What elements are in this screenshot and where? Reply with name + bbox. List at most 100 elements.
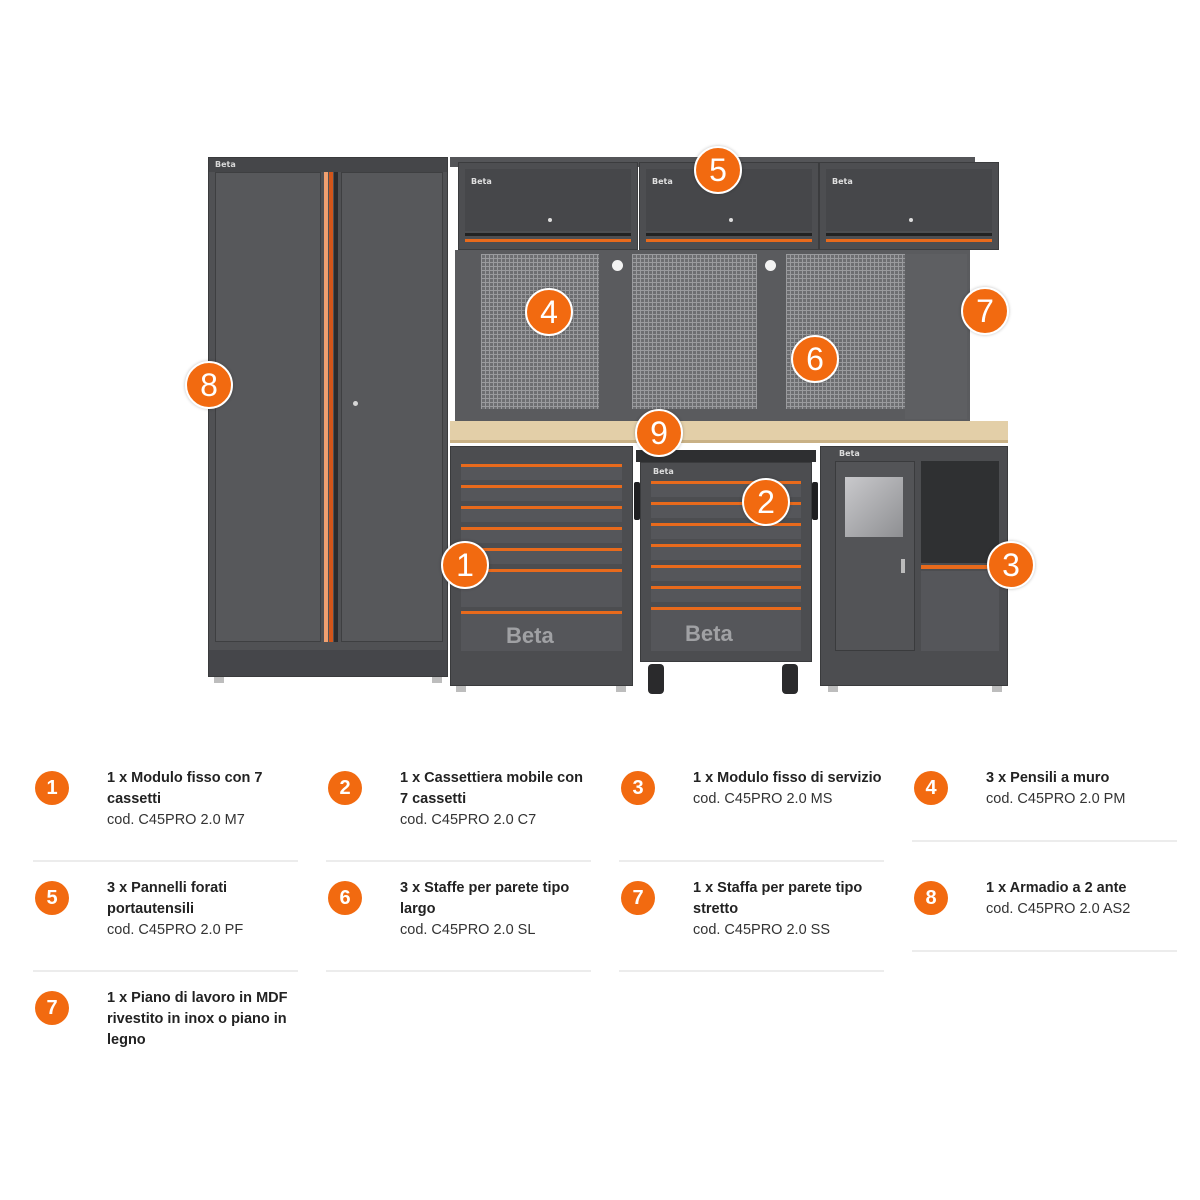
legend-number-badge: 7	[35, 991, 69, 1025]
legend-number-badge: 3	[621, 771, 655, 805]
caster-wheel	[648, 664, 664, 694]
legend-item-code: cod. C45PRO 2.0 PF	[107, 922, 244, 938]
wall-cabinet-stripe	[826, 233, 992, 236]
leveling-foot	[432, 677, 442, 683]
drawer	[461, 611, 622, 651]
legend-item: 6 3 x Staffe per parete tipo largo cod. …	[326, 870, 591, 972]
legend-item-title: 1 x Modulo fisso di servizio	[693, 770, 882, 786]
wall-hook	[765, 260, 776, 271]
legend-item-code: cod. C45PRO 2.0 C7	[400, 812, 537, 828]
callout-7: 7	[961, 287, 1009, 335]
legend-item-code: cod. C45PRO 2.0 SS	[693, 922, 831, 938]
legend-item-title: 1 x Piano di lavoro in MDF rivestito in …	[107, 990, 288, 1048]
legend-item-code: cod. C45PRO 2.0 M7	[107, 812, 245, 828]
wardrobe-stripe	[324, 172, 328, 642]
drawer	[461, 527, 622, 543]
legend-item: 7 1 x Staffa per parete tipo stretto cod…	[619, 870, 884, 972]
legend-item-title: 3 x Staffe per parete tipo largo	[400, 880, 570, 917]
drawer	[461, 464, 622, 480]
legend-item: 3 1 x Modulo fisso di servizio cod. C45P…	[619, 760, 884, 862]
caster-wheel	[782, 664, 798, 694]
service-module-brand: Beta	[839, 449, 860, 458]
legend-item-code: cod. C45PRO 2.0 PM	[986, 791, 1126, 807]
leveling-foot	[456, 686, 466, 692]
wardrobe-left-door	[215, 172, 321, 642]
service-module: Beta	[820, 446, 1008, 686]
wall-cabinet-brand: Beta	[471, 177, 492, 186]
trolley-handle	[812, 482, 818, 520]
wall-cabinet-stripe	[646, 239, 812, 242]
drawer	[461, 485, 622, 501]
drawer-stripe	[921, 565, 999, 569]
legend-number-badge: 1	[35, 771, 69, 805]
wall-cabinet-stripe	[465, 233, 631, 236]
legend-item-code: cod. C45PRO 2.0 MS	[693, 791, 833, 807]
legend-item-title: 3 x Pensili a muro	[986, 770, 1110, 786]
callout-2: 2	[742, 478, 790, 526]
leveling-foot	[616, 686, 626, 692]
callout-9: 9	[635, 409, 683, 457]
product-illustration: Beta Beta Beta Beta	[185, 146, 1035, 694]
callout-8: 8	[185, 361, 233, 409]
lock-icon	[909, 218, 913, 222]
wooden-worktop	[450, 421, 1008, 443]
door-handle	[901, 559, 905, 573]
drawer	[461, 569, 622, 607]
service-window	[845, 477, 903, 537]
legend-item: 8 1 x Armadio a 2 ante cod. C45PRO 2.0 A…	[912, 870, 1177, 952]
beta-logo: Beta	[685, 621, 733, 646]
legend-item-title: 1 x Cassettiera mobile con 7 cassetti	[400, 770, 583, 807]
wall-cabinet: Beta	[819, 162, 999, 250]
lock-icon	[729, 218, 733, 222]
wardrobe-stripe	[334, 172, 338, 642]
callout-4: 4	[525, 288, 573, 336]
legend-number-badge: 4	[914, 771, 948, 805]
legend-item: 1 1 x Modulo fisso con 7 cassetti cod. C…	[33, 760, 298, 862]
wardrobe-right-door	[341, 172, 443, 642]
callout-6: 6	[791, 335, 839, 383]
legend-item-title: 1 x Staffa per parete tipo stretto	[693, 880, 863, 917]
leveling-foot	[828, 686, 838, 692]
legend-item: 7 1 x Piano di lavoro in MDF rivestito i…	[33, 980, 298, 1082]
legend-item: 4 3 x Pensili a muro cod. C45PRO 2.0 PM	[912, 760, 1177, 842]
callout-5: 5	[694, 146, 742, 194]
open-compartment	[921, 461, 999, 563]
callout-3: 3	[987, 541, 1035, 589]
legend-number-badge: 7	[621, 881, 655, 915]
drawer	[651, 523, 801, 539]
legend-number-badge: 5	[35, 881, 69, 915]
wall-cabinet-stripe	[465, 239, 631, 242]
legend-item: 2 1 x Cassettiera mobile con 7 cassetti …	[326, 760, 591, 862]
drawer	[651, 607, 801, 651]
legend-number-badge: 6	[328, 881, 362, 915]
legend-number-badge: 2	[328, 771, 362, 805]
wall-cabinet-stripe	[646, 233, 812, 236]
wall-cabinet: Beta	[458, 162, 638, 250]
legend-item-code: cod. C45PRO 2.0 SL	[400, 922, 536, 938]
trolley-top-tray	[636, 450, 816, 462]
legend-item-title: 3 x Pannelli forati portautensili	[107, 880, 228, 917]
drawer	[651, 544, 801, 560]
wardrobe-stripe	[329, 172, 333, 642]
beta-logo: Beta	[506, 623, 554, 648]
drawer	[651, 586, 801, 602]
wardrobe-top-strip	[209, 158, 447, 172]
trolley-brand-label: Beta	[653, 467, 674, 476]
lock-icon	[353, 401, 358, 406]
wardrobe-cabinet: Beta	[208, 157, 448, 677]
legend-item-code: cod. C45PRO 2.0 AS2	[986, 901, 1131, 917]
wall-cabinet-stripe	[826, 239, 992, 242]
legend-item-title: 1 x Armadio a 2 ante	[986, 880, 1127, 896]
wall-cabinet: Beta	[639, 162, 819, 250]
callout-1: 1	[441, 541, 489, 589]
lock-icon	[548, 218, 552, 222]
wall-cabinet-brand: Beta	[832, 177, 853, 186]
wardrobe-plinth	[209, 650, 447, 676]
wall-bracket-narrow	[905, 254, 967, 419]
drawer	[461, 506, 622, 522]
drawer	[921, 571, 999, 651]
wall-cabinet-brand: Beta	[652, 177, 673, 186]
pegboard-panel	[632, 254, 757, 409]
drawer	[461, 548, 622, 564]
pegboard-panel	[786, 254, 908, 409]
